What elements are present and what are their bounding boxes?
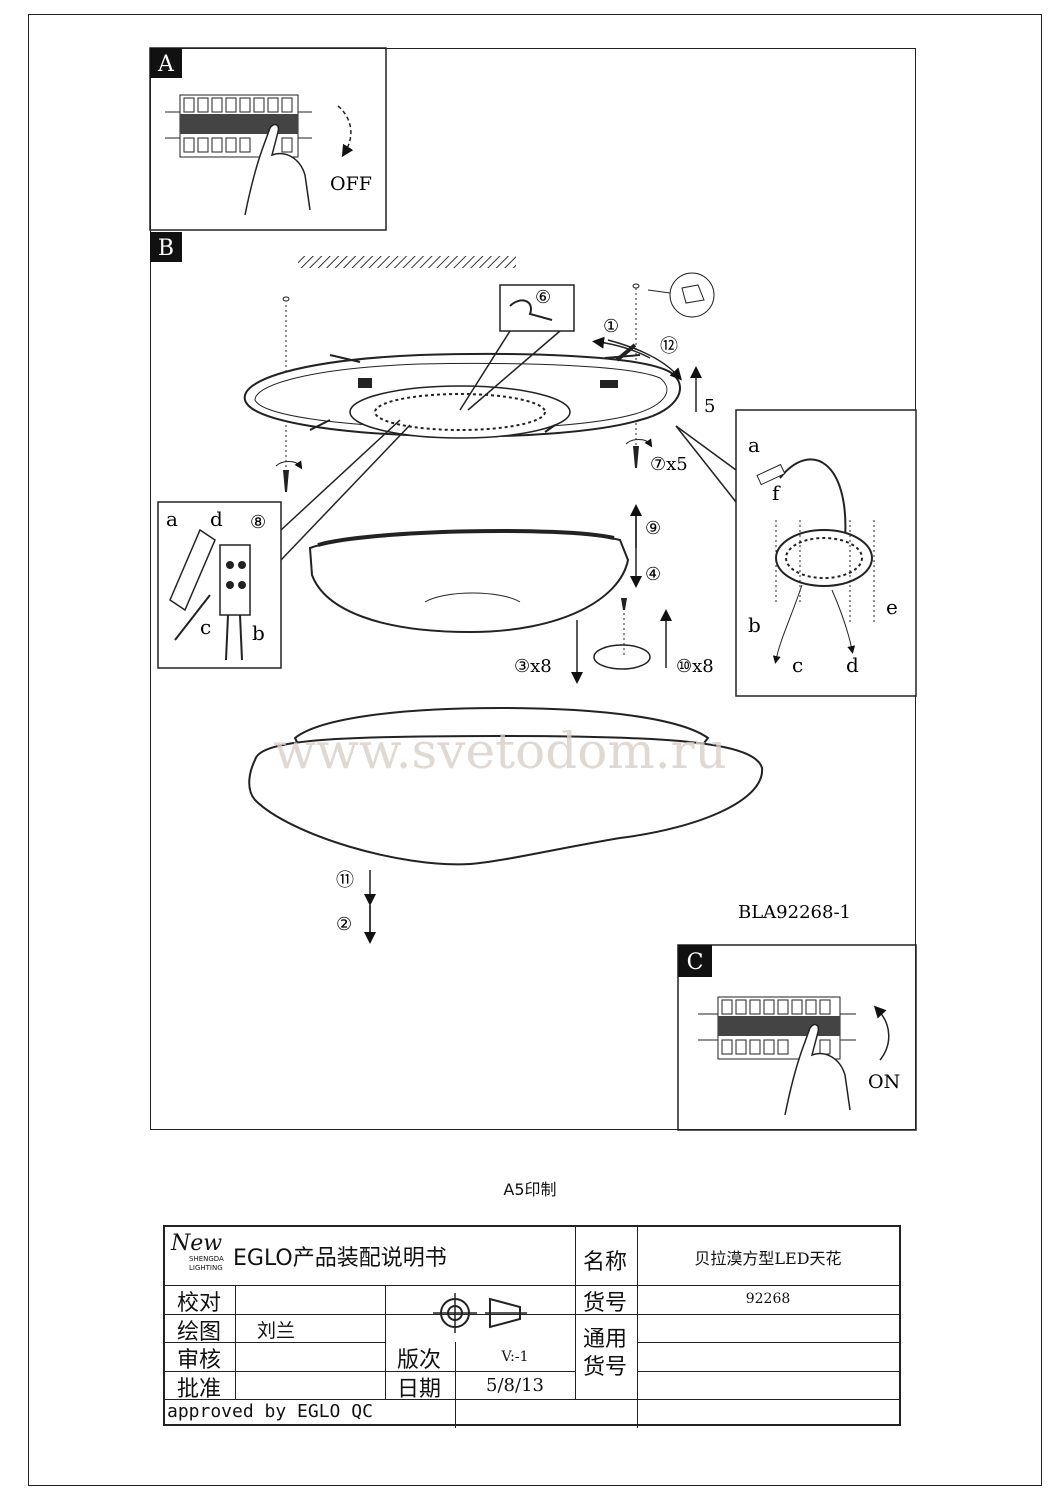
panel-b-badge [150, 232, 182, 262]
step-8-label: ⑧ [250, 512, 266, 533]
step-12-label: ⑫ [660, 336, 678, 357]
date-value: 5/8/13 [486, 1375, 544, 1396]
on-arrow-icon [873, 1005, 890, 1061]
breaker-panel-off [165, 94, 312, 158]
step-3-label: ③x8 [514, 656, 552, 677]
panel-a-letter: A [157, 52, 175, 77]
print-note: A5印制 [503, 1180, 557, 1199]
term-label-a: a [166, 507, 178, 531]
step-1-label: ① [603, 316, 619, 337]
approved-by: approved by EGLO QC [167, 1401, 373, 1422]
panel-b-letter: B [158, 236, 174, 261]
wire-label-e: e [886, 595, 898, 619]
ceiling-hatch [298, 256, 516, 268]
step-9-label: ⑨ [645, 518, 661, 539]
step-6-label: ⑥ [535, 287, 551, 308]
base-plate [243, 343, 681, 439]
check-label: 校对 [177, 1291, 222, 1316]
step-5-label: 5 [704, 396, 715, 417]
company-logo: New SHENGDA LIGHTING [171, 1231, 224, 1273]
term-label-c: c [200, 615, 211, 639]
term-label-d: d [210, 507, 223, 531]
hand-icon [784, 1023, 851, 1116]
page-border [28, 14, 1042, 1486]
review-label: 审核 [177, 1348, 222, 1373]
doc-title: EGLO产品装配说明书 [233, 1246, 447, 1271]
panel-c-letter: C [687, 950, 704, 975]
led-ring [349, 385, 571, 439]
off-arrow-icon [337, 105, 354, 158]
version-value: V:-1 [501, 1349, 529, 1365]
off-label: OFF [330, 173, 372, 195]
name-label: 名称 [583, 1250, 628, 1275]
terminal-callout: a d ⑧ c b [157, 419, 411, 669]
title-block: New SHENGDA LIGHTING EGLO产品装配说明书 名称 贝拉漠方… [163, 1225, 901, 1428]
drawn-label: 绘图 [177, 1320, 222, 1345]
wire-label-c: c [792, 653, 803, 677]
watermark: www.svetodom.ru [273, 722, 727, 780]
general-label: 通用货号 [583, 1327, 628, 1380]
wire-label-b: b [748, 613, 761, 637]
drawn-value: 刘兰 [257, 1320, 296, 1342]
wire-label-d: d [846, 653, 859, 677]
step-11-label: ⑪ [336, 870, 354, 891]
approve-label: 批准 [177, 1377, 222, 1402]
item-no-label: 货号 [583, 1291, 628, 1316]
step-4-label: ④ [645, 564, 661, 585]
panel-a: A OFF [149, 47, 387, 231]
name-value: 贝拉漠方型LED天花 [694, 1249, 842, 1268]
hand-icon [244, 123, 311, 216]
wire-label-a: a [748, 433, 760, 457]
step-10-label: ⑩x8 [676, 656, 714, 677]
panel-c: C ON [677, 944, 917, 1131]
step-6-callout [499, 284, 575, 332]
projection-symbol-icon [433, 1293, 527, 1333]
version-label: 版次 [397, 1348, 442, 1373]
date-label: 日期 [397, 1377, 442, 1402]
wiring-detail: a f b c d e [675, 409, 917, 697]
wire-label-f: f [772, 481, 781, 505]
step-7-label: ⑦x5 [650, 454, 688, 475]
panel-a-badge [150, 48, 182, 78]
item-no-value: 92268 [745, 1291, 791, 1307]
on-label: ON [868, 1071, 900, 1093]
outer-shade [248, 706, 764, 866]
panel-c-badge [678, 945, 712, 977]
term-label-b: b [252, 621, 265, 645]
inner-diffuser [308, 528, 630, 634]
step-2-label: ② [336, 914, 352, 935]
model-code: BLA92268-1 [738, 902, 851, 923]
screw-icon [283, 470, 289, 492]
